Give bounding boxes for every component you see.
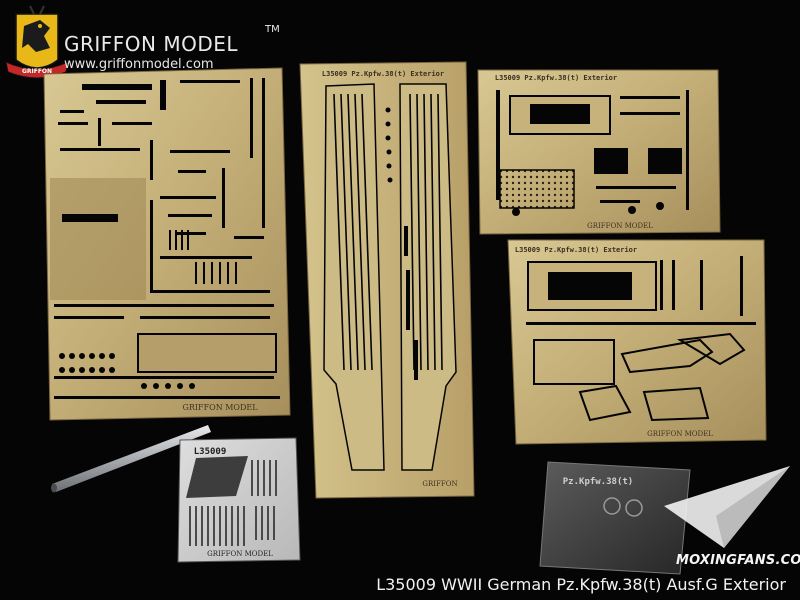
top-right-fret-header: L35009 Pz.Kpfw.38(t) Exterior bbox=[495, 74, 617, 82]
brand-name: GRIFFON MODEL bbox=[64, 32, 239, 56]
logo-ribbon-text: GRIFFON bbox=[22, 68, 52, 75]
mid-right-fret: L35009 Pz.Kpfw.38(t) Exterior GRIFFON MO… bbox=[507, 239, 767, 445]
brand-url: www.griffonmodel.com bbox=[64, 57, 214, 72]
long-fret-footer: GRIFFON bbox=[422, 480, 457, 488]
griffon-logo: GRIFFON bbox=[5, 5, 69, 79]
long-fret: L35009 Pz.Kpfw.38(t) Exterior GRIFFON bbox=[299, 61, 475, 499]
large-fret: GRIFFON MODEL bbox=[43, 67, 291, 421]
small-fret-footer: GRIFFON MODEL bbox=[207, 550, 273, 558]
mid-right-fret-header: L35009 Pz.Kpfw.38(t) Exterior bbox=[515, 246, 637, 254]
top-right-fret-footer: GRIFFON MODEL bbox=[587, 222, 653, 230]
paper-plane-icon bbox=[664, 466, 790, 548]
small-fret-header: L35009 bbox=[194, 447, 227, 457]
film-label: Pz.Kpfw.38(t) bbox=[563, 477, 633, 487]
small-fret: L35009 GRIFFON MODEL bbox=[177, 437, 301, 563]
trademark-mark: TM bbox=[265, 24, 280, 35]
gun-barrel bbox=[51, 425, 211, 493]
long-fret-header: L35009 Pz.Kpfw.38(t) Exterior bbox=[322, 70, 444, 78]
watermark-text: MOXINGFANS.COM bbox=[676, 553, 800, 568]
mid-right-fret-footer: GRIFFON MODEL bbox=[647, 430, 713, 438]
product-caption: L35009 WWII German Pz.Kpfw.38(t) Ausf.G … bbox=[376, 575, 786, 594]
film-sheet: Pz.Kpfw.38(t) bbox=[539, 461, 691, 575]
top-right-fret: L35009 Pz.Kpfw.38(t) Exterior GRIFFON MO… bbox=[477, 69, 721, 235]
large-fret-footer: GRIFFON MODEL bbox=[182, 403, 258, 412]
